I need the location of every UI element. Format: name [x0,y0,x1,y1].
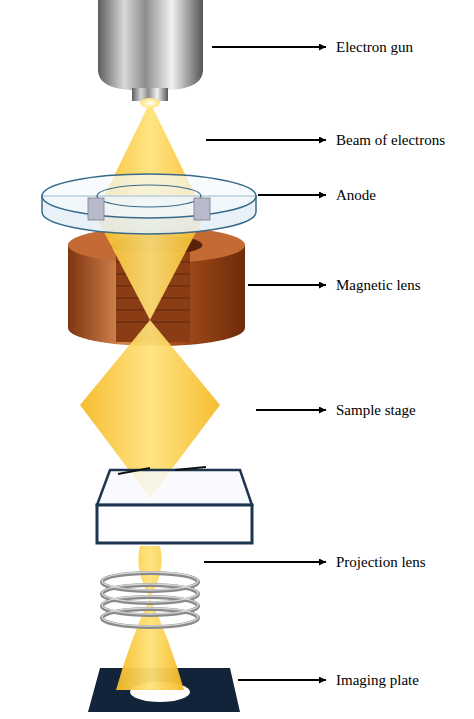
leader-arrows [204,47,326,680]
part-label: Magnetic lens [336,275,421,295]
leader-arrow [238,679,326,681]
stage-top [97,470,252,505]
electron-beam [80,102,220,498]
gun-body [98,0,203,72]
anode-top [42,174,256,218]
anode [42,174,256,234]
part-label-holder: Sample stage [336,400,416,420]
leader-arrow [206,139,326,141]
part-label-holder: Anode [336,185,376,205]
part-label-holder: Projection lens [336,552,426,572]
anode-block [88,198,104,220]
projected-beam [116,546,184,690]
electron-gun [98,0,203,101]
leader-arrow [258,194,326,196]
part-label-holder: Imaging plate [336,670,419,690]
part-label-holder: Electron gun [336,37,413,57]
gun-base [98,70,203,90]
part-label: Beam of electrons [336,130,445,150]
projection-lens [102,573,198,627]
leader-arrow [204,561,326,563]
part-label: Electron gun [336,37,413,57]
leader-arrow [256,409,326,411]
leader-arrow [248,284,326,286]
part-label: Projection lens [336,552,426,572]
projection-lens-highlight [102,572,198,626]
sample-stage [97,467,252,543]
part-label: Anode [336,185,376,205]
leader-arrow [212,46,326,48]
part-label-holder: Beam of electrons [336,130,445,150]
part-label-holder: Magnetic lens [336,275,421,295]
part-label: Imaging plate [336,670,419,690]
anode-block [194,198,210,220]
part-label: Sample stage [336,400,416,420]
anode-hole [97,185,201,207]
stage-front [97,505,252,543]
specimen [118,467,206,474]
gun-tip-glow [140,98,160,108]
